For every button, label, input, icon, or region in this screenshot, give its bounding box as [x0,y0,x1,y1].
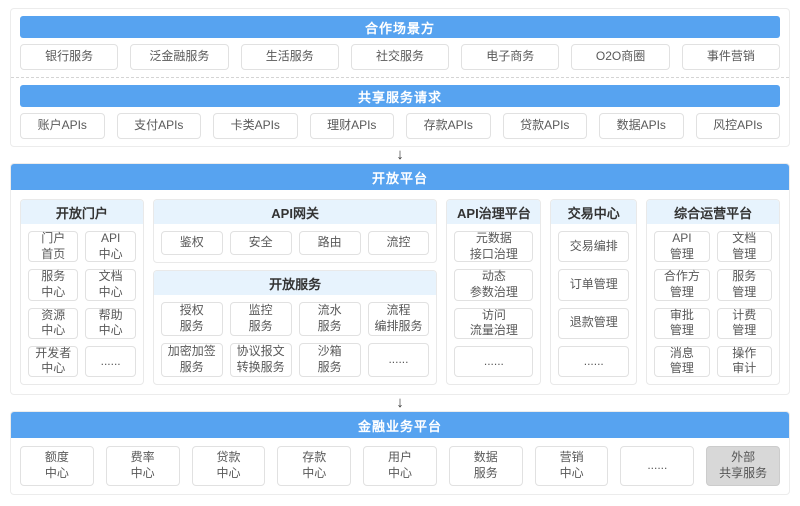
open-portal-item: 服务 中心 [28,269,79,301]
api-governance-item: ...... [454,345,534,377]
open-portal-item: API 中心 [85,231,136,263]
open-portal-item: 门户 首页 [28,231,79,263]
down-arrow-icon: ↓ [396,394,404,411]
finance-item: 额度 中心 [20,446,94,486]
api-gateway-boxes: 鉴权安全路由流控 [154,224,437,262]
operations-platform-item: 合作方 管理 [654,269,710,301]
trade-center-item: ...... [558,345,630,377]
api-item: 存款APIs [406,113,491,139]
open-services-item: 加密加签 服务 [160,343,223,377]
api-gateway-item: 鉴权 [160,231,223,255]
finance-item: 用户 中心 [363,446,437,486]
trade-center-item: 交易编排 [558,231,630,263]
trade-center-item: 退款管理 [558,307,630,339]
cooperation-item: O2O商圈 [571,44,670,70]
api-gateway-item: 流控 [367,231,430,255]
cooperation-section: 合作场景方 银行服务泛金融服务生活服务社交服务电子商务 O2O商圈事件营销 共享服… [10,8,790,147]
operations-platform-item: 操作 审计 [716,345,772,377]
operations-platform-item: 计费 管理 [716,307,772,339]
api-gateway-panel: API网关 鉴权安全路由流控 [152,199,438,263]
cooperation-item: 生活服务 [240,44,339,70]
open-services-item: 流程 编排服务 [367,302,430,336]
api-item: 数据APIs [599,113,684,139]
section-dashed-divider [11,77,789,78]
open-services-item: 授权 服务 [160,302,223,336]
shared-services-items-row: 账户APIs 支付APIs 卡类APIs 理财APIs 存款APIs 贷款APIs 数据AP… [20,113,780,139]
trade-center-column: 交易中心 交易编排订单管理退款管理...... [550,199,638,385]
api-governance-boxes: 元数据 接口治理动态 参数治理访问 流量治理...... [447,224,540,384]
cooperation-item: 社交服务 [350,44,450,70]
open-portal-item: 帮助 中心 [85,307,136,339]
open-services-panel: 开放服务 授权 服务监控 服务流水 服务流程 编排服务加密加签 服务协议报文 转… [152,270,438,385]
finance-item: 费率 中心 [105,446,180,486]
cooperation-item: 事件营销 [681,44,780,70]
operations-platform-item: 文档 管理 [716,231,772,263]
operations-platform-item: API 管理 [654,231,710,263]
api-item: 账户APIs [20,113,105,139]
finance-platform-section-header: 金融业务平台 [11,412,789,438]
api-governance-item: 动态 参数治理 [454,269,534,301]
open-portal-panel-header: 开放门户 [21,200,143,224]
open-services-item: 沙箱 服务 [298,343,361,377]
down-arrow-icon: ↓ [396,146,404,163]
trade-center-panel: 交易中心 交易编排订单管理退款管理...... [550,199,638,385]
api-governance-panel-header: API治理平台 [447,200,541,224]
open-portal-item: 开发者 中心 [28,345,79,377]
api-governance-item: 元数据 接口治理 [454,231,534,263]
operations-platform-panel-header: 综合运营平台 [647,200,779,224]
open-services-item: ...... [367,343,430,377]
operations-platform-item: 消息 管理 [654,345,710,377]
api-gateway-panel-header: API网关 [153,200,437,224]
cooperation-item: 电子商务 [461,44,560,70]
api-governance-panel: API治理平台 元数据 接口治理动态 参数治理访问 流量治理...... [446,199,542,385]
operations-platform-boxes: API 管理文档 管理合作方 管理服务 管理审批 管理计费 管理消息 管理操作 … [647,224,779,384]
api-item: 贷款APIs [502,113,587,139]
operations-platform-item: 审批 管理 [654,307,710,339]
finance-platform-content: 额度 中心费率 中心贷款 中心存款 中心用户 中心数据 服务营销 中心.....… [11,438,789,494]
cooperation-section-header: 合作场景方 [20,16,780,38]
open-portal-item: ...... [85,345,136,377]
operations-platform-panel: 综合运营平台 API 管理文档 管理合作方 管理服务 管理审批 管理计费 管理消… [646,199,780,385]
shared-services-section-header: 共享服务请求 [20,85,780,107]
api-gateway-item: 安全 [229,231,292,255]
api-governance-column: API治理平台 元数据 接口治理动态 参数治理访问 流量治理...... [446,199,542,385]
open-services-item: 协议报文 转换服务 [229,343,292,377]
finance-item: 数据 服务 [448,446,523,486]
open-platform-section-header: 开放平台 [11,164,789,190]
api-gateway-column: API网关 鉴权安全路由流控 开放服务 授权 服务监控 服务流水 服务流程 编排… [152,199,438,385]
api-governance-item: 访问 流量治理 [454,307,534,339]
trade-center-panel-header: 交易中心 [551,200,637,224]
cooperation-item: 银行服务 [20,44,119,70]
api-item: 理财APIs [309,113,394,139]
finance-item: 贷款 中心 [191,446,266,486]
trade-center-item: 订单管理 [558,269,630,301]
api-item: 支付APIs [116,113,201,139]
open-portal-item: 资源 中心 [28,307,79,339]
finance-platform-section: 金融业务平台 额度 中心费率 中心贷款 中心存款 中心用户 中心数据 服务营销 … [10,411,790,495]
operations-platform-column: 综合运营平台 API 管理文档 管理合作方 管理服务 管理审批 管理计费 管理消… [646,199,780,385]
open-services-boxes: 授权 服务监控 服务流水 服务流程 编排服务加密加签 服务协议报文 转换服务沙箱… [154,295,437,384]
finance-item: 营销 中心 [534,446,609,486]
finance-item: ...... [620,446,695,486]
open-services-item: 流水 服务 [298,302,361,336]
api-gateway-item: 路由 [298,231,361,255]
api-item: 风控APIs [695,113,780,139]
open-services-item: 监控 服务 [229,302,292,336]
open-services-panel-header: 开放服务 [153,271,437,295]
cooperation-items-row: 银行服务泛金融服务生活服务社交服务电子商务 O2O商圈事件营销 [20,44,780,70]
api-item: 卡类APIs [213,113,298,139]
cooperation-item: 泛金融服务 [130,44,229,70]
finance-items-row: 额度 中心费率 中心贷款 中心存款 中心用户 中心数据 服务营销 中心.....… [20,446,781,486]
operations-platform-item: 服务 管理 [716,269,772,301]
finance-item-external-shared: 外部 共享服务 [706,446,781,486]
open-portal-item: 文档 中心 [85,269,136,301]
trade-center-boxes: 交易编排订单管理退款管理...... [551,224,636,384]
finance-item: 存款 中心 [277,446,352,486]
